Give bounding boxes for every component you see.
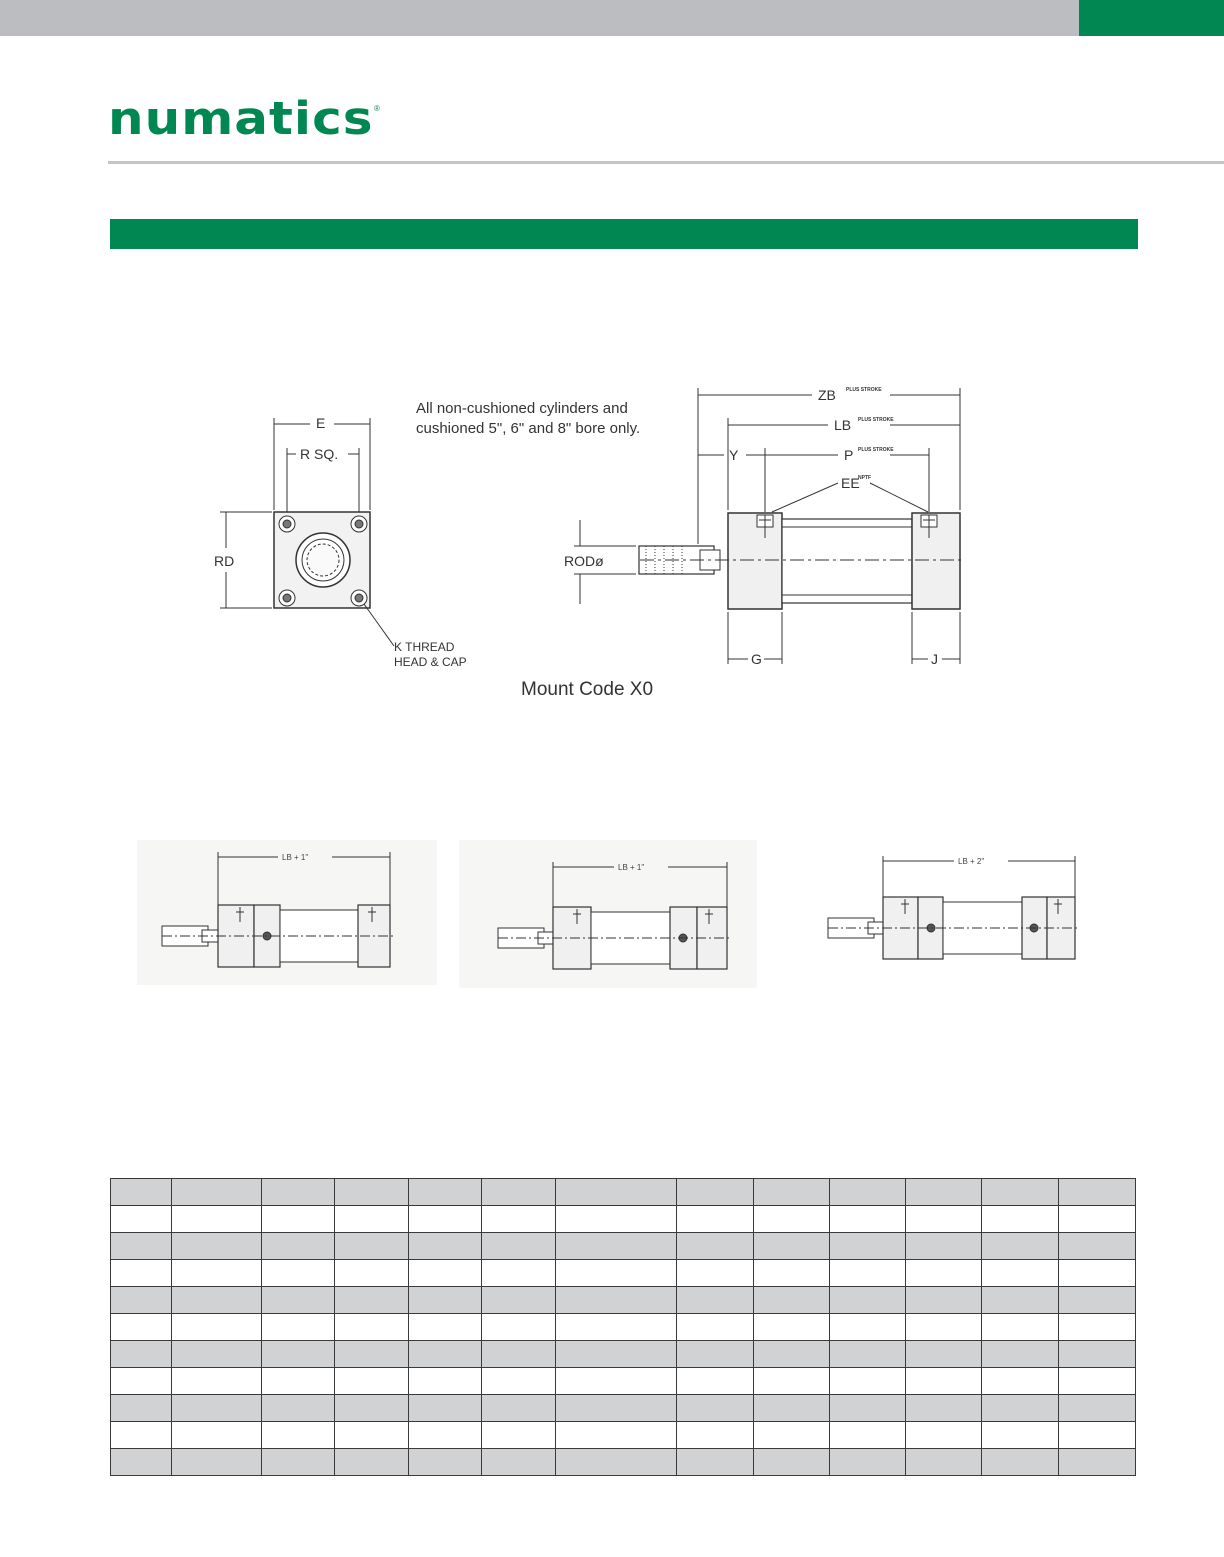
table-row xyxy=(110,1286,1136,1314)
table-row xyxy=(110,1232,1136,1260)
y-label: Y xyxy=(729,447,739,463)
table-row xyxy=(110,1448,1136,1476)
variant-drawing-2: LB + 1" xyxy=(459,840,757,988)
variant-2-label: LB + 1" xyxy=(618,863,644,872)
table-row xyxy=(110,1313,1136,1341)
ee-label: EE xyxy=(841,475,860,491)
registered-mark: ® xyxy=(374,104,380,113)
table-header-row xyxy=(110,1178,1136,1206)
zb-label: ZB xyxy=(818,387,836,403)
table-row xyxy=(110,1259,1136,1287)
ee-nptf: NPTF xyxy=(858,475,871,481)
head-cap-label: HEAD & CAP xyxy=(394,655,467,669)
variant-1-label: LB + 1" xyxy=(282,853,308,862)
side-view: RODø ZB PLUS STROKE LB PLUS STROKE Y P P… xyxy=(564,387,965,667)
variant-drawing-3: LB + 2" xyxy=(827,856,1078,960)
variant-3-label: LB + 2" xyxy=(958,857,984,866)
rod-diameter-label: RODø xyxy=(564,553,604,569)
lb-plus-stroke: PLUS STROKE xyxy=(858,417,894,423)
rd-label: RD xyxy=(214,553,234,569)
variant-drawing-1: LB + 1" xyxy=(137,840,437,985)
e-label: E xyxy=(316,415,325,431)
front-view: E R SQ. RD K THREAD HEAD & CAP xyxy=(214,415,467,669)
section-header-bar xyxy=(110,219,1138,249)
j-label: J xyxy=(931,651,938,667)
table-row xyxy=(110,1421,1136,1449)
table-row xyxy=(110,1340,1136,1368)
top-bar-accent xyxy=(1079,0,1224,36)
header-rule xyxy=(108,161,1224,164)
g-label: G xyxy=(751,651,762,667)
p-plus-stroke: PLUS STROKE xyxy=(858,447,894,453)
lb-label: LB xyxy=(834,417,851,433)
k-thread-label: K THREAD xyxy=(394,640,455,654)
table-row xyxy=(110,1394,1136,1422)
p-label: P xyxy=(844,447,853,463)
r-sq-label: R SQ. xyxy=(300,446,338,462)
top-bar xyxy=(0,0,1079,36)
table-row xyxy=(110,1367,1136,1395)
table-row xyxy=(110,1205,1136,1233)
numatics-logo: numatics xyxy=(108,92,374,145)
dimension-table xyxy=(110,1178,1136,1476)
bore-note: All non-cushioned cylinders and cushione… xyxy=(416,400,641,437)
mount-code-caption: Mount Code X0 xyxy=(521,679,654,700)
zb-plus-stroke: PLUS STROKE xyxy=(846,387,882,393)
